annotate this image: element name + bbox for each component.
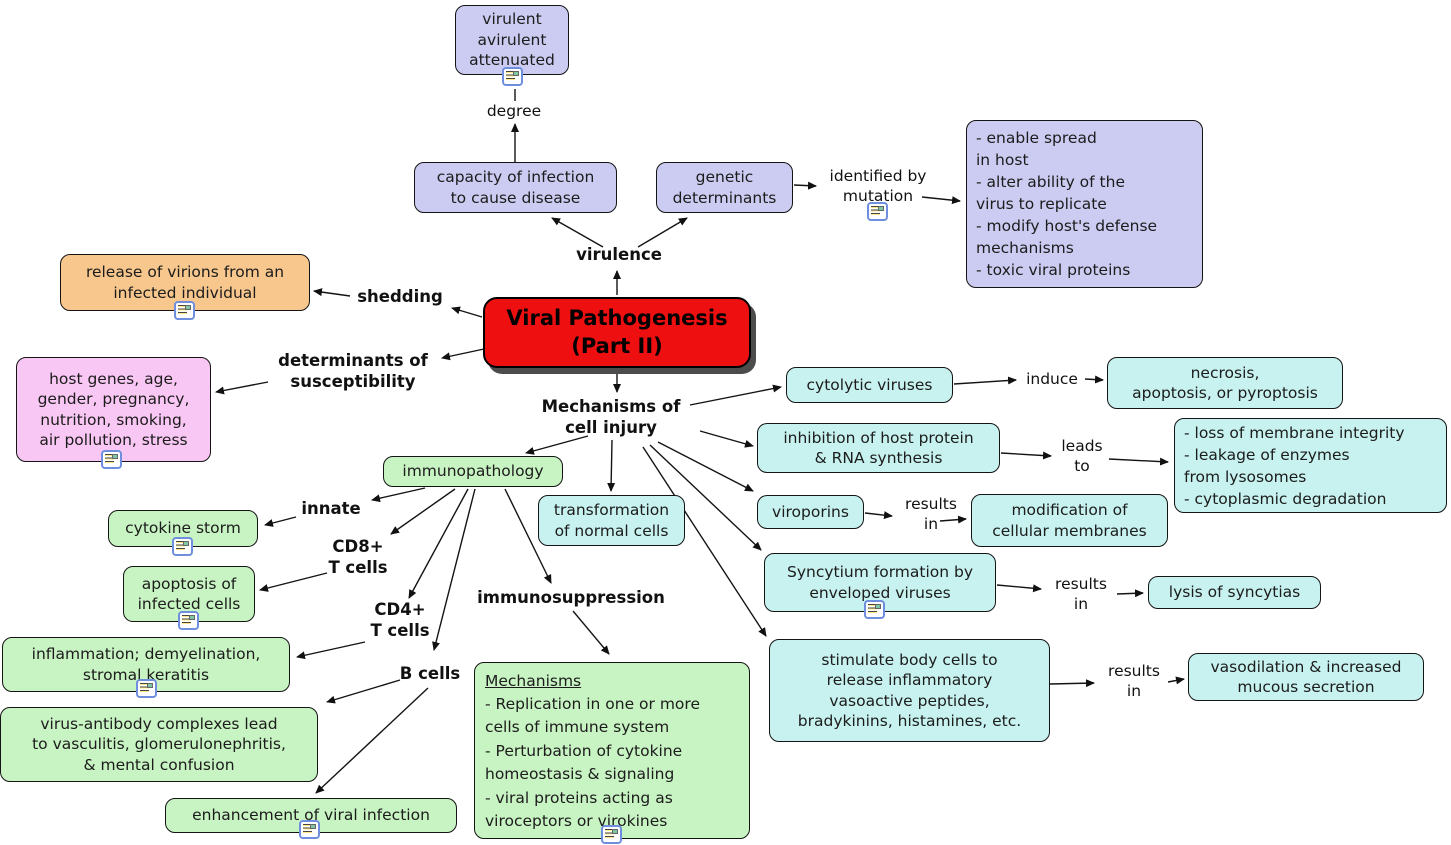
- node-genetic-determinants[interactable]: genetic determinants: [656, 162, 793, 213]
- node-text: modification of cellular membranes: [992, 501, 1147, 540]
- resource-icon[interactable]: [864, 600, 885, 619]
- node-text: capacity of infection to cause disease: [436, 168, 595, 207]
- node-text: viroporins: [772, 502, 849, 521]
- node-main-topic[interactable]: Viral Pathogenesis (Part II): [483, 297, 751, 368]
- node-mutation-effects[interactable]: - enable spread in host - alter ability …: [966, 120, 1203, 288]
- node-text: Viral Pathogenesis (Part II): [506, 306, 728, 358]
- resource-icon[interactable]: [172, 537, 193, 556]
- node-syncytium-formation[interactable]: Syncytium formation by enveloped viruses: [764, 553, 996, 612]
- node-cytolytic-viruses[interactable]: cytolytic viruses: [786, 367, 953, 403]
- node-text: virus-antibody complexes lead to vasculi…: [32, 714, 286, 774]
- node-text: vasodilation & increased mucous secretio…: [1210, 657, 1402, 696]
- resource-icon[interactable]: [136, 679, 157, 698]
- resource-icon[interactable]: [867, 202, 888, 221]
- node-text: cytolytic viruses: [806, 375, 933, 394]
- node-lysis-of-syncytias[interactable]: lysis of syncytias: [1148, 576, 1321, 609]
- node-immunopathology[interactable]: immunopathology: [383, 456, 563, 487]
- resource-icon[interactable]: [502, 67, 523, 86]
- node-text: - Replication in one or more cells of im…: [485, 694, 700, 831]
- node-vasodilation[interactable]: vasodilation & increased mucous secretio…: [1188, 653, 1424, 701]
- label-results-in-b[interactable]: results in: [1055, 574, 1107, 613]
- node-text: enhancement of viral infection: [192, 806, 430, 825]
- label-degree[interactable]: degree: [486, 102, 542, 121]
- resource-icon[interactable]: [174, 301, 195, 320]
- node-membrane-damage[interactable]: - loss of membrane integrity - leakage o…: [1174, 418, 1447, 513]
- node-immunosuppression-mechanisms[interactable]: Mechanisms - Replication in one or more …: [474, 662, 750, 839]
- label-induce[interactable]: induce: [1026, 369, 1078, 388]
- node-text: - enable spread in host - alter ability …: [976, 129, 1158, 279]
- resource-icon[interactable]: [178, 611, 199, 630]
- resource-icon[interactable]: [601, 825, 622, 844]
- label-cd4-t-cells[interactable]: CD4+ T cells: [370, 600, 430, 640]
- resource-icon[interactable]: [101, 450, 122, 469]
- node-text: cytokine storm: [125, 519, 241, 538]
- label-results-in-c[interactable]: results in: [1108, 661, 1160, 700]
- label-shedding[interactable]: shedding: [357, 286, 443, 306]
- node-text: genetic determinants: [672, 168, 777, 207]
- label-immunosuppression[interactable]: immunosuppression: [477, 587, 665, 607]
- node-text: lysis of syncytias: [1168, 583, 1301, 602]
- node-text: - loss of membrane integrity - leakage o…: [1184, 423, 1405, 508]
- node-text: necrosis, apoptosis, or pyroptosis: [1132, 363, 1318, 402]
- node-text: Syncytium formation by enveloped viruses: [786, 563, 974, 602]
- node-text: stimulate body cells to release inflamma…: [797, 650, 1022, 730]
- node-viroporins[interactable]: viroporins: [757, 495, 864, 529]
- node-header: Mechanisms: [485, 672, 582, 690]
- label-innate[interactable]: innate: [301, 499, 361, 519]
- node-text: inflammation; demyelination, stromal ker…: [31, 645, 261, 684]
- node-text: host genes, age, gender, pregnancy, nutr…: [37, 369, 190, 449]
- node-immune-complexes[interactable]: virus-antibody complexes lead to vasculi…: [0, 707, 318, 782]
- resource-icon[interactable]: [299, 820, 320, 839]
- label-mechanisms-of-cell-injury[interactable]: Mechanisms of cell injury: [541, 396, 681, 437]
- label-results-in-a[interactable]: results in: [905, 494, 957, 533]
- node-membrane-modification[interactable]: modification of cellular membranes: [971, 494, 1168, 547]
- node-transformation[interactable]: transformation of normal cells: [538, 495, 685, 546]
- label-identified-by-mutation[interactable]: identified by mutation: [829, 166, 927, 205]
- node-text: virulent avirulent attenuated: [469, 10, 555, 70]
- node-text: transformation of normal cells: [553, 501, 670, 540]
- node-stimulate-body-cells[interactable]: stimulate body cells to release inflamma…: [769, 639, 1050, 742]
- node-capacity-of-infection[interactable]: capacity of infection to cause disease: [414, 162, 617, 213]
- node-text: apoptosis of infected cells: [137, 574, 241, 613]
- node-necrosis[interactable]: necrosis, apoptosis, or pyroptosis: [1107, 357, 1343, 409]
- node-text: inhibition of host protein & RNA synthes…: [783, 428, 974, 467]
- label-b-cells[interactable]: B cells: [399, 663, 461, 683]
- node-host-factors[interactable]: host genes, age, gender, pregnancy, nutr…: [16, 357, 211, 462]
- label-cd8-t-cells[interactable]: CD8+ T cells: [328, 537, 388, 577]
- node-inhibition[interactable]: inhibition of host protein & RNA synthes…: [757, 423, 1000, 473]
- label-determinants-of-susceptibility[interactable]: determinants of susceptibility: [278, 350, 428, 391]
- node-text: immunopathology: [402, 462, 544, 481]
- label-leads-to[interactable]: leads to: [1061, 437, 1103, 475]
- node-text: release of virions from an infected indi…: [85, 263, 285, 302]
- node-virulence-types[interactable]: virulent avirulent attenuated: [455, 5, 569, 75]
- label-virulence[interactable]: virulence: [576, 245, 662, 265]
